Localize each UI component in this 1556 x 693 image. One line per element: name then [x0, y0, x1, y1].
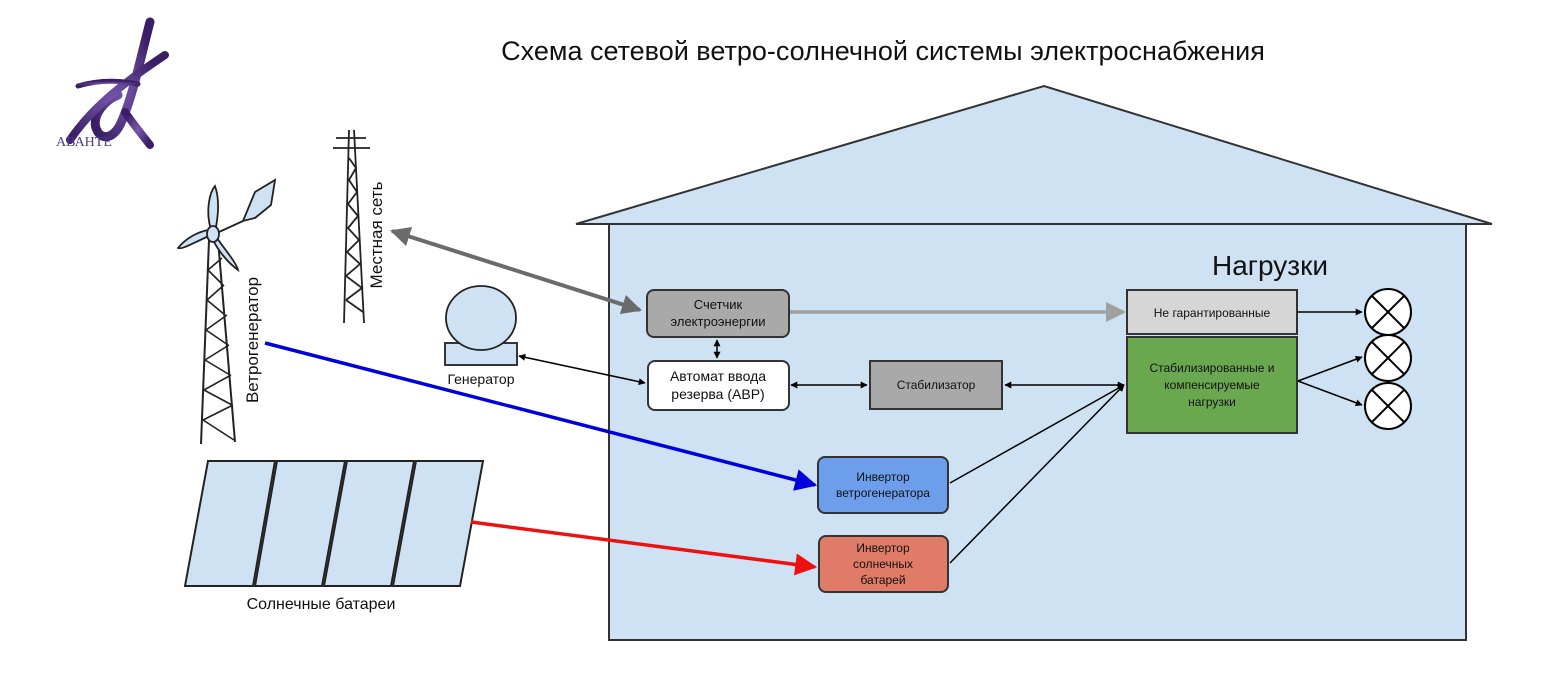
lamp-icon [1364, 288, 1412, 336]
non-guaranteed-label: Не гарантированные [1154, 306, 1271, 320]
stabilized-lamp-link-1 [1297, 355, 1363, 382]
solar-panel-2 [253, 460, 347, 587]
solar-inverter-feed [470, 520, 818, 576]
meter-label-line-2: электроэнергии [671, 314, 766, 329]
solar-panel-4 [391, 460, 485, 587]
lamp-icon [1364, 382, 1412, 430]
stabilized-label-line-3: нагрузки [1188, 395, 1236, 409]
power-tower-icon [333, 129, 370, 324]
stabilizer-block: Стабилизатор [869, 360, 1003, 410]
solar-inverter-label-line-3: батарей [860, 573, 905, 587]
wind-inverter-label-line-1: Инвертор [856, 470, 910, 484]
solar-inverter-block: Инвертор солнечных батарей [818, 535, 949, 593]
non-guaranteed-load-block: Не гарантированные [1126, 289, 1298, 335]
solar-inverter-label-line-1: Инвертор [856, 541, 910, 555]
meter-block: Счетчик электроэнергии [646, 289, 790, 338]
house-roof [575, 84, 1493, 225]
loads-label: Нагрузки [1212, 250, 1328, 281]
solar-panels-label: Солнечные батареи [247, 596, 396, 613]
ats-block: Автомат ввода резерва (АВР) [647, 360, 790, 411]
stabilized-lamp-link-2 [1297, 380, 1363, 407]
wind-generator-label: Ветрогенератор [243, 277, 262, 403]
stabilizer-label: Стабилизатор [897, 378, 976, 392]
wind-inverter-load-link [949, 384, 1125, 484]
house-body [608, 223, 1467, 641]
solar-inverter-load-link [949, 384, 1125, 564]
ats-label-line-2: резерва (АВР) [671, 386, 764, 402]
solar-inverter-label-line-2: солнечных [853, 557, 913, 571]
stabilized-label-line-1: Стабилизированные и [1149, 361, 1274, 375]
connections [264, 226, 1363, 576]
generator-ats-link [518, 353, 646, 386]
wind-inverter-block: Инвертор ветрогенератора [817, 456, 949, 514]
stabilized-load-block: Стабилизированные и компенсируемые нагру… [1126, 336, 1298, 434]
meter-label-line-1: Счетчик [694, 297, 743, 312]
grid-meter-link [390, 226, 642, 315]
lamp-icon [1364, 334, 1412, 382]
generator-label: Генератор [447, 371, 514, 387]
solar-panel-1 [183, 460, 277, 587]
stabilized-label-line-2: компенсируемые [1164, 378, 1260, 392]
wind-inverter-feed [264, 341, 818, 491]
generator-icon [444, 285, 518, 366]
avante-logo: АВАНТЕ [56, 17, 169, 150]
logo-text: АВАНТЕ [56, 135, 112, 150]
wind-turbine-icon [176, 178, 277, 445]
diagram-title: Схема сетевой ветро-солнечной системы эл… [501, 36, 1265, 66]
ats-label-line-1: Автомат ввода [670, 368, 766, 384]
solar-panel-3 [322, 460, 416, 587]
wind-inverter-label-line-2: ветрогенератора [836, 486, 930, 500]
local-grid-label: Местная сеть [367, 181, 386, 288]
solar-panels-icon [183, 460, 485, 587]
